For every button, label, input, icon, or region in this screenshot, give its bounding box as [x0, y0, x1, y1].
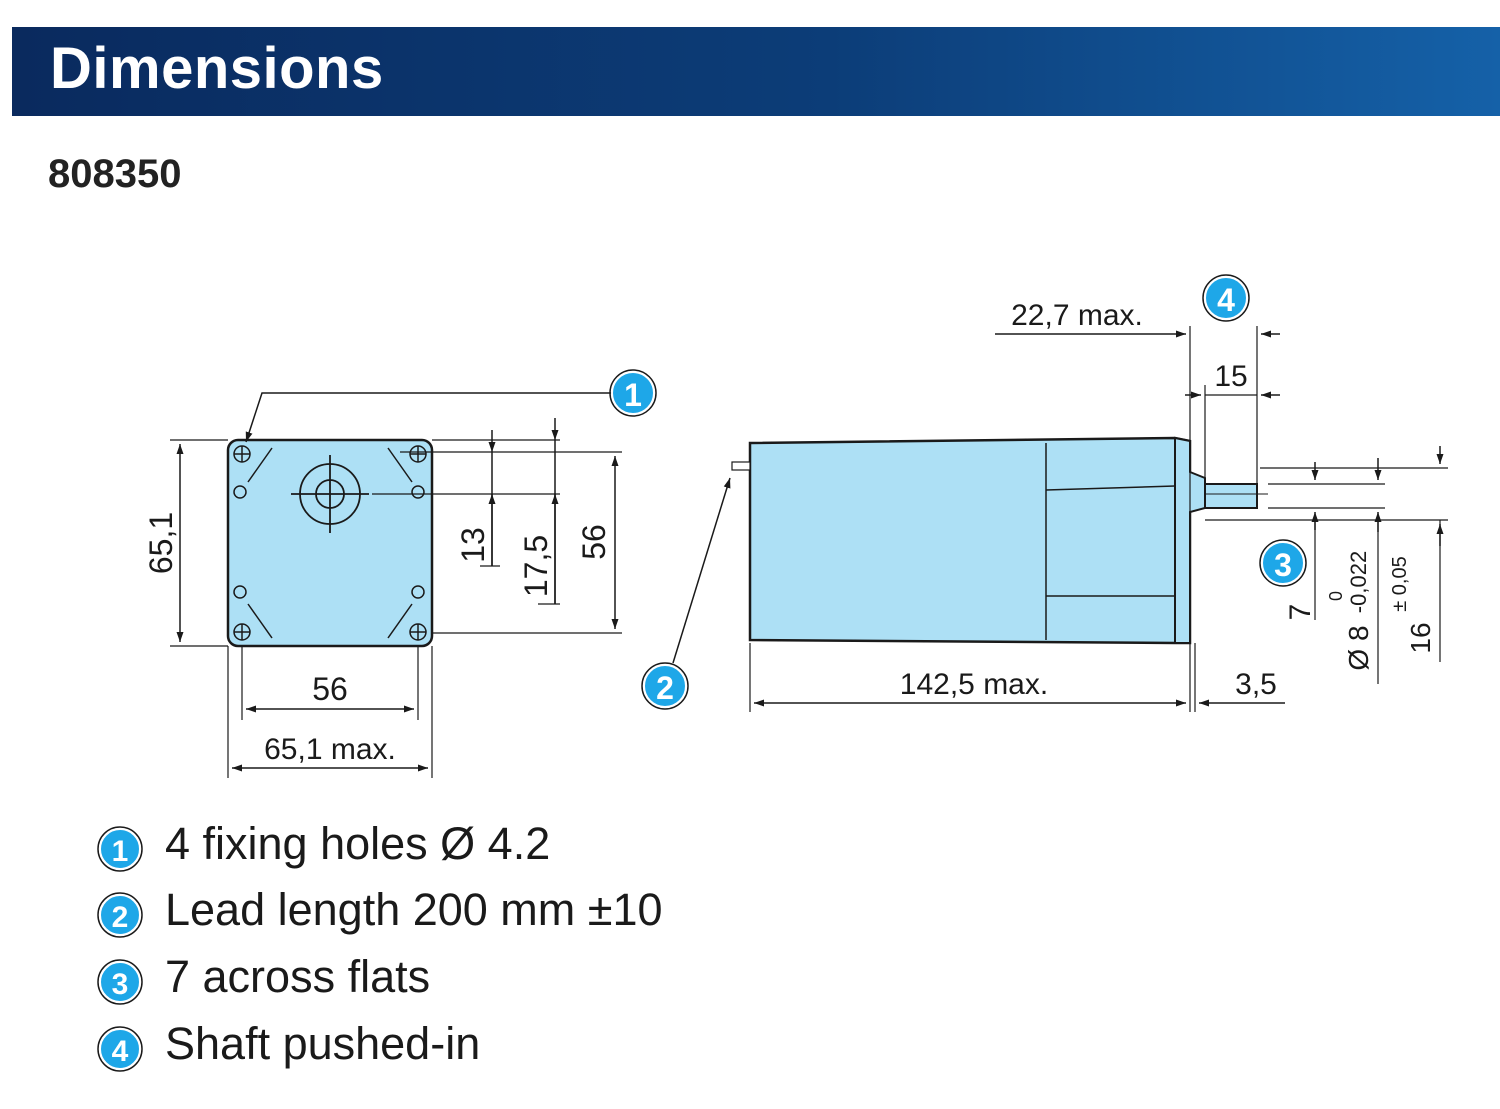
motor-shaft [1204, 483, 1258, 509]
product-reference: 808350 [48, 152, 182, 196]
dimension-drawing: 1 65,1 13 17,5 [143, 274, 1448, 778]
legend-text: Lead length 200 mm ±10 [165, 884, 663, 935]
dim-dia8-label: Ø 8 [1343, 625, 1374, 670]
dim-16-tolerance: ± 0,05 [1389, 556, 1411, 611]
gearbox-lines [1045, 443, 1176, 640]
dim-13-label: 13 [455, 527, 491, 563]
dim-65-1-horizontal-label: 65,1 max. [264, 733, 396, 766]
page-title: Dimensions [50, 36, 384, 101]
dim-3-5-label: 3,5 [1235, 668, 1277, 701]
dim-22-7-label: 22,7 max. [1011, 299, 1143, 332]
svg-text:2: 2 [656, 670, 674, 706]
dim-142-5-label: 142,5 max. [900, 668, 1048, 701]
dim-dia8-upper: 0 [1326, 591, 1346, 601]
callout-badge-icon: 3 [97, 959, 143, 1005]
callout-2-leader [672, 477, 731, 664]
dim-15-label: 15 [1214, 360, 1247, 393]
legend-text: 7 across flats [165, 951, 431, 1002]
front-extension-lines [170, 439, 622, 778]
callout-3-badge: 3 [1259, 539, 1307, 587]
svg-text:4: 4 [1217, 282, 1235, 318]
side-view: 2 3 4 [641, 274, 1448, 712]
svg-text:3: 3 [1274, 547, 1292, 583]
front-view: 1 65,1 13 17,5 [143, 369, 657, 778]
callout-badge-icon: 2 [97, 892, 143, 938]
header-bar: Dimensions [12, 27, 1500, 116]
svg-text:3: 3 [112, 968, 129, 1001]
svg-text:1: 1 [112, 835, 129, 868]
svg-text:1: 1 [624, 377, 642, 413]
callout-2-badge: 2 [641, 662, 689, 710]
side-extension-lines [749, 326, 1448, 712]
callout-badge-icon: 4 [97, 1026, 143, 1072]
lead-stub [731, 461, 751, 471]
callout-1-badge: 1 [609, 369, 657, 417]
dim-56-vertical-label: 56 [576, 524, 612, 560]
fixing-holes [233, 445, 427, 641]
face-chamfers [247, 447, 413, 639]
svg-text:4: 4 [112, 1035, 129, 1068]
svg-text:2: 2 [112, 901, 129, 934]
legend-text: 4 fixing holes Ø 4.2 [165, 818, 551, 869]
legend-text: Shaft pushed-in [165, 1018, 481, 1069]
dim-7-label: 7 [1284, 604, 1317, 621]
shaft-face [291, 455, 369, 533]
dim-56-horizontal-label: 56 [312, 671, 348, 707]
callout-badge-icon: 1 [97, 826, 143, 872]
callout-4-badge: 4 [1202, 274, 1250, 322]
callout-1-leader [245, 392, 612, 443]
dim-dia8-lower: -0,022 [1346, 551, 1371, 613]
dim-16-label: 16 [1405, 622, 1436, 653]
motor-body [748, 436, 1192, 645]
dim-65-1-vertical-label: 65,1 [143, 512, 179, 574]
motor-face [226, 438, 434, 648]
dim-17-5-label: 17,5 [518, 535, 554, 597]
